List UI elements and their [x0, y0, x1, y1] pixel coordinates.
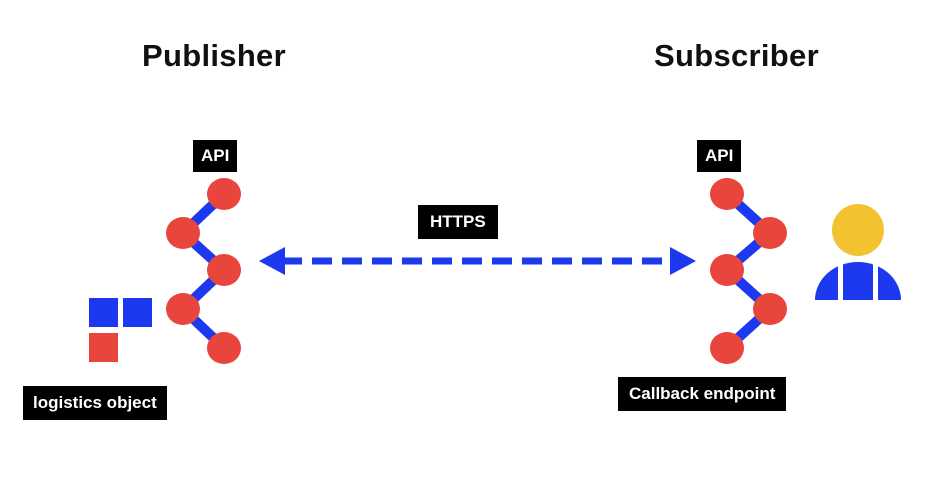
object-square-blue [123, 298, 152, 327]
publisher-chain-node [166, 293, 200, 325]
logistics-object-icon [89, 298, 152, 362]
publisher-title: Publisher [142, 38, 286, 73]
user-body-divider [873, 262, 878, 302]
arrow-left-head-icon [259, 247, 285, 275]
callback-endpoint-label: Callback endpoint [618, 377, 787, 411]
publisher-chain-node [207, 178, 241, 210]
subscriber-api-chain-icon [710, 178, 787, 364]
publisher-api-label: API [193, 140, 238, 172]
subscriber-chain-node [710, 254, 744, 286]
subscriber-chain-node [710, 332, 744, 364]
user-head [832, 204, 884, 256]
subscriber-chain-node [753, 217, 787, 249]
publisher-chain-node [166, 217, 200, 249]
logistics-object-label: logistics object [23, 386, 167, 420]
object-square-blue [89, 298, 118, 327]
publisher-chain-node [207, 254, 241, 286]
user-body [815, 262, 901, 300]
subscriber-title: Subscriber [654, 38, 819, 73]
https-double-arrow [259, 247, 696, 275]
subscriber-chain-node [710, 178, 744, 210]
publisher-chain-node [207, 332, 241, 364]
user-body-divider [838, 262, 843, 302]
https-label: HTTPS [418, 205, 498, 239]
subscriber-api-label: API [697, 140, 742, 172]
publisher-api-chain-icon [166, 178, 241, 364]
object-square-red [89, 333, 118, 362]
subscriber-chain-node [753, 293, 787, 325]
user-icon [815, 204, 901, 302]
arrow-right-head-icon [670, 247, 696, 275]
